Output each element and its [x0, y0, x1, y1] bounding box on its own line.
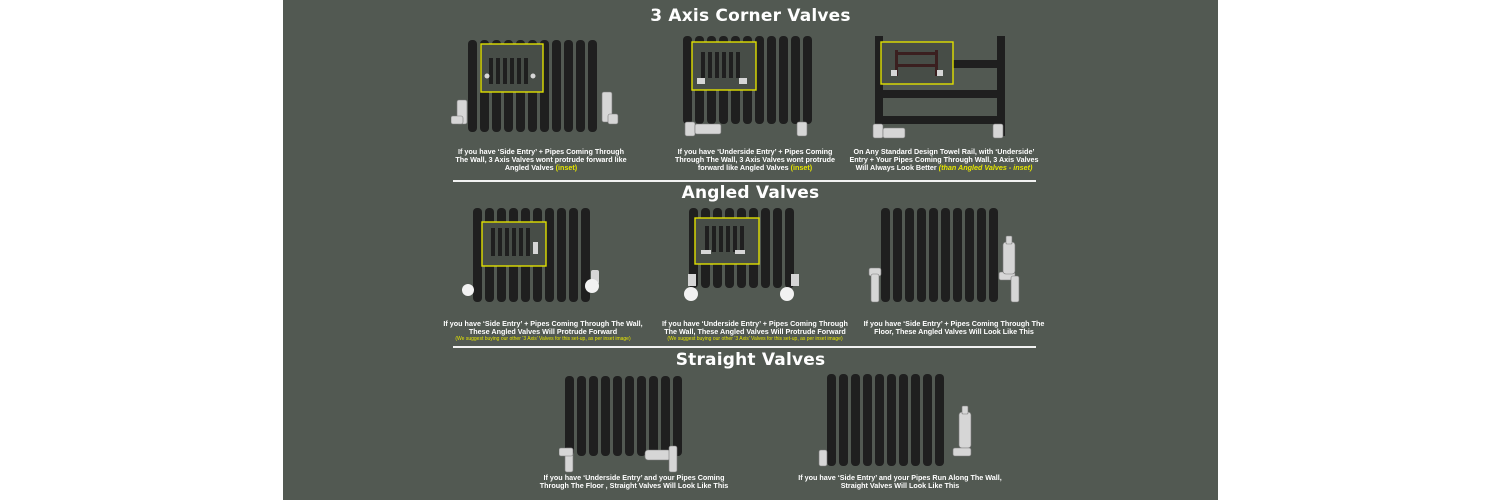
section-divider [453, 346, 1036, 348]
illustration-towel-rail [869, 36, 1019, 146]
illustration-angled-side-entry [459, 206, 619, 306]
caption-angled-underside-entry: If you have ‘Underside Entry’ + Pipes Co… [662, 319, 848, 343]
section-title-straight: Straight Valves [675, 350, 826, 370]
caption-3axis-underside-entry: If you have ‘Underside Entry’ + Pipes Co… [674, 147, 835, 173]
illustration-3axis-side-entry [451, 36, 631, 136]
caption-straight-side-entry: If you have ‘Side Entry’ and your Pipes … [798, 473, 1002, 491]
caption-angled-side-entry: If you have ‘Side Entry’ + Pipes Coming … [443, 319, 643, 343]
illustration-angled-underside-entry [679, 206, 829, 306]
caption-straight-underside-entry: If you have ‘Underside Entry’ and your P… [539, 473, 729, 491]
illustration-straight-underside-entry [559, 374, 699, 474]
caption-angled-floor-pipes: If you have ‘Side Entry’ + Pipes Coming … [863, 319, 1045, 337]
section-title-angled: Angled Valves [681, 183, 820, 203]
valve-guide-panel: 3 Axis Corner Valves If you have ‘Side E… [283, 0, 1218, 500]
illustration-angled-floor-pipes [865, 206, 1035, 306]
illustration-3axis-underside-entry [673, 34, 833, 144]
section-title-3-axis: 3 Axis Corner Valves [650, 6, 851, 26]
section-divider [453, 180, 1036, 182]
caption-towel-rail: On Any Standard Design Towel Rail, with … [849, 147, 1039, 173]
caption-3axis-side-entry: If you have ‘Side Entry’ + Pipes Coming … [455, 147, 627, 173]
illustration-straight-side-entry [813, 372, 983, 472]
